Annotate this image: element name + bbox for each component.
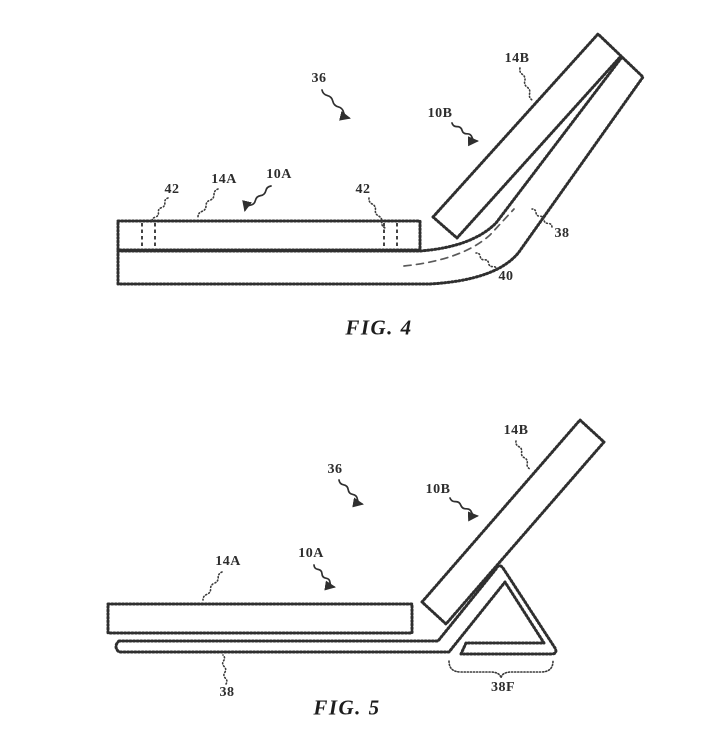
fig4-arrow-10A bbox=[242, 185, 272, 212]
fig4-ref-10A: 10A bbox=[266, 167, 292, 182]
fig5-drawing bbox=[106, 418, 606, 685]
fig5-ref-14B: 14B bbox=[503, 423, 529, 438]
fig5-arrow-36 bbox=[338, 479, 364, 508]
fig4-angled-housing-bar bbox=[431, 32, 623, 240]
fig4-ref-14A: 14A bbox=[211, 172, 237, 187]
fig4-leader-42-left bbox=[151, 197, 169, 223]
fig4-ref-40: 40 bbox=[498, 269, 514, 284]
fig4-leader-42-right bbox=[368, 197, 386, 229]
fig4-leader-14A bbox=[197, 188, 219, 218]
fig5-ref-38: 38 bbox=[219, 685, 235, 700]
fig4-ref-36: 36 bbox=[311, 71, 327, 86]
fig5-arrow-10A bbox=[313, 564, 336, 591]
fig4-ref-42-right: 42 bbox=[355, 182, 371, 197]
fig4-flexible-support bbox=[116, 55, 645, 286]
fig5-brace-38F bbox=[448, 660, 554, 679]
fig4-caption: FIG. 4 bbox=[345, 315, 413, 340]
fig5-ref-38F: 38F bbox=[490, 680, 516, 695]
fig4-arrow-36 bbox=[321, 89, 351, 121]
fig4-fold-dash-curve bbox=[403, 208, 515, 267]
fig5-ref-36: 36 bbox=[327, 462, 343, 477]
fig5-support-kickstand bbox=[114, 564, 558, 656]
fig4-ref-10B: 10B bbox=[427, 106, 453, 121]
fig4-ref-38: 38 bbox=[554, 226, 570, 241]
fig5-arrow-10B bbox=[449, 497, 479, 522]
fig4-leader-14B bbox=[518, 67, 533, 101]
fig5-ref-10A: 10A bbox=[298, 546, 324, 561]
fig5-leader-14A bbox=[202, 571, 223, 601]
fig4-leader-38 bbox=[531, 208, 553, 228]
fig4-ref-14B: 14B bbox=[504, 51, 530, 66]
fig4-arrow-10B bbox=[451, 122, 479, 147]
fig5-caption: FIG. 5 bbox=[313, 695, 381, 720]
fig5-leader-14B bbox=[515, 440, 531, 470]
fig5-ref-10B: 10B bbox=[425, 482, 451, 497]
fig4-drawing bbox=[116, 32, 645, 286]
fig5-ref-14A: 14A bbox=[215, 554, 241, 569]
fig5-angled-housing-bar bbox=[420, 418, 606, 626]
fig4-leader-40 bbox=[475, 252, 498, 271]
fig4-ref-42-left: 42 bbox=[164, 182, 180, 197]
fig4-flat-housing-bar bbox=[116, 219, 422, 252]
fig5-leader-38 bbox=[221, 654, 228, 685]
fig5-flat-housing-bar bbox=[106, 602, 414, 635]
